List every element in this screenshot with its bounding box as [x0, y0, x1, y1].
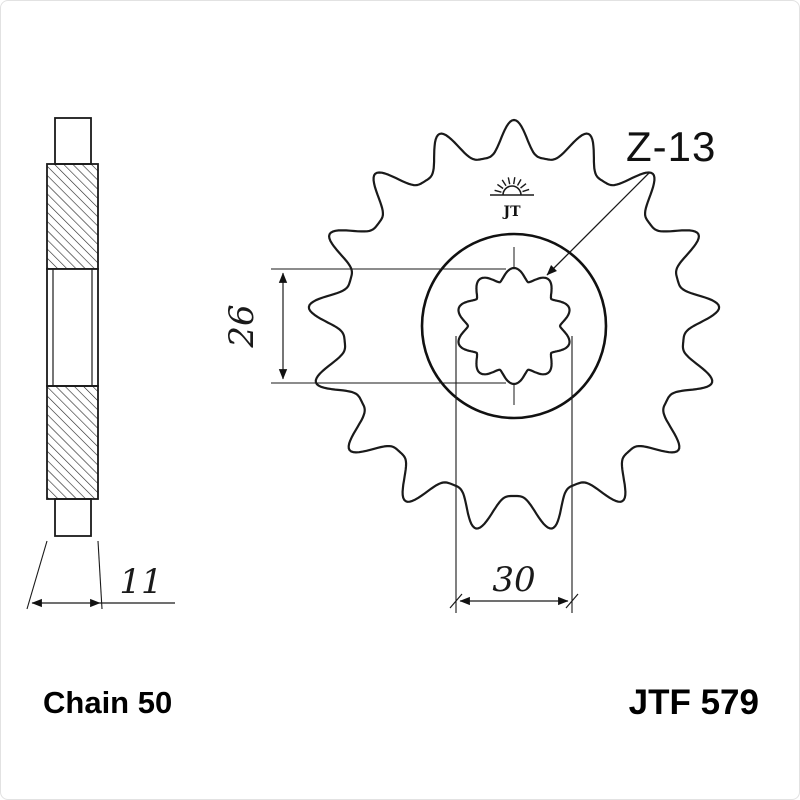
- dim-30: 30: [449, 336, 579, 613]
- part-number-label: JTF 579: [629, 683, 759, 722]
- teeth-callout: Z-13: [546, 123, 716, 276]
- dim-11-ext-right: [97, 540, 103, 610]
- sun-ray: [513, 177, 516, 185]
- sun-ray: [520, 183, 527, 189]
- side-top-tab: [54, 117, 92, 165]
- sun-ray: [516, 179, 522, 186]
- side-bottom-tab: [54, 498, 92, 537]
- sun-ray: [501, 179, 507, 187]
- sun-ray: [496, 183, 504, 190]
- dim-26: 26: [222, 268, 506, 384]
- sun-ray: [494, 189, 502, 193]
- dim-30-label: 30: [492, 560, 535, 600]
- sun-ray: [522, 188, 530, 193]
- teeth-count-label: Z-13: [626, 123, 716, 170]
- side-view: 11: [26, 117, 175, 610]
- jt-logo: JT: [490, 177, 534, 220]
- side-hatch-upper: [46, 163, 99, 270]
- hub-bold-circle: [420, 232, 608, 420]
- dim-26-label: 26: [222, 304, 262, 348]
- dim-11: 11: [26, 540, 175, 610]
- dim-30-tick-right: [565, 593, 579, 609]
- sun-icon: [490, 177, 534, 196]
- sun-ray: [507, 177, 511, 185]
- side-hub-section: [46, 268, 99, 387]
- jt-logo-text: JT: [501, 204, 521, 220]
- front-view: JT Z-13 26 30: [222, 118, 721, 613]
- chain-size-label: Chain 50: [43, 685, 172, 720]
- dim-30-tick-left: [449, 593, 463, 609]
- side-hatch-lower: [46, 385, 99, 500]
- dim-11-label: 11: [119, 562, 162, 602]
- sun-arc: [502, 185, 522, 196]
- teeth-leader-line: [546, 172, 650, 276]
- dim-11-ext-left: [26, 540, 48, 610]
